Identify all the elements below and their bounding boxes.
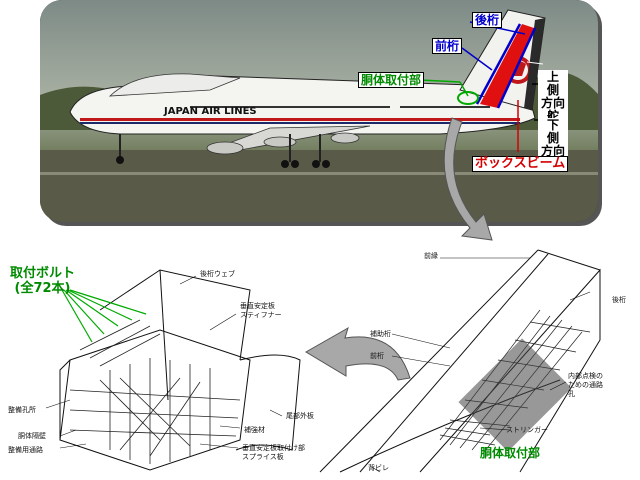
detail-to-left-arrow bbox=[305, 326, 411, 381]
cheatline-blue bbox=[80, 122, 520, 124]
tail-skin-label: 尾部外板 bbox=[286, 412, 314, 420]
rear-spar-label: 後桁 bbox=[472, 12, 503, 28]
front-spar-label: 前桁 bbox=[432, 38, 463, 54]
fuselage-attach-label: 胴体取付部 bbox=[358, 72, 425, 88]
left-leader-lines bbox=[45, 275, 283, 449]
stabilizer-stiffener-label: 垂直安定板 スティフナー bbox=[240, 302, 282, 320]
box-beam-highlight bbox=[480, 24, 534, 108]
fuselage-attach-marker bbox=[457, 91, 479, 105]
bolt-pointer-lines bbox=[61, 289, 147, 343]
engines bbox=[206, 132, 360, 155]
upper-deck bbox=[108, 73, 241, 97]
inspection-line2: ための通路 bbox=[568, 381, 603, 389]
windows bbox=[190, 106, 490, 108]
stiffener-line2: スティフナー bbox=[240, 311, 282, 319]
pointer-lines bbox=[419, 21, 540, 152]
rear-spar-web bbox=[99, 269, 251, 361]
maintenance-hole-label: 整備孔所 bbox=[8, 406, 36, 414]
rudder bbox=[524, 18, 545, 110]
right-rear-spar-label: 後桁 bbox=[612, 296, 626, 304]
reinforcement-label: 補強材 bbox=[244, 426, 265, 434]
attachment-structure-diagram bbox=[45, 269, 301, 471]
maintenance-passage-label: 整備用通路 bbox=[8, 446, 43, 454]
structure-shading bbox=[458, 338, 572, 452]
cheatline-red bbox=[80, 118, 520, 121]
stiffener-line1: 垂直安定板 bbox=[240, 302, 275, 310]
upper-rudder-label: 上 側 方向舵 bbox=[538, 70, 571, 124]
rudder-split bbox=[526, 61, 544, 65]
mounting-bolts-line1: 取付ボルト bbox=[10, 266, 76, 281]
leading-edge-label: 前縁 bbox=[424, 252, 438, 260]
tail-section-diagram bbox=[319, 249, 601, 473]
mounting-bolts-line2: (全72本) bbox=[14, 281, 71, 296]
fuselage-text: JAPAN AIR LINES bbox=[163, 106, 257, 117]
photo-to-detail-arrow bbox=[443, 117, 493, 241]
leading-edge-inner bbox=[359, 253, 549, 473]
aircraft-photo-drawing: JAPAN AIR LINES bbox=[40, 0, 598, 222]
bulkhead-left bbox=[59, 359, 71, 440]
inspection-line3: 孔 bbox=[568, 390, 575, 398]
dorsal-fin-label: 背ビレ bbox=[368, 464, 389, 472]
rear-spar-web-label: 後桁ウェブ bbox=[200, 270, 235, 278]
front-spar-line bbox=[475, 23, 522, 105]
tail-skin-panel bbox=[235, 354, 301, 451]
box-beam-label: ボックスビーム bbox=[472, 156, 569, 172]
right-fuselage-attach-label: 胴体取付部 bbox=[480, 446, 541, 460]
runway-stripe bbox=[40, 172, 598, 175]
splice-plate-label: 垂直安定板取付け部 スプライス板 bbox=[242, 444, 305, 462]
splice-line2: スプライス板 bbox=[242, 453, 284, 461]
inspection-line1: 内部点検の bbox=[568, 372, 603, 380]
landing-gear bbox=[119, 134, 321, 162]
stringer-label: ストリンガー bbox=[506, 426, 548, 434]
bulkhead-label: 胴体隔壁 bbox=[18, 432, 46, 440]
top-cap bbox=[537, 249, 601, 271]
right-leader-lines bbox=[369, 257, 591, 473]
splice-line1: 垂直安定板取付け部 bbox=[242, 444, 305, 452]
web-vertical bbox=[159, 269, 169, 401]
inspection-passage-label: 内部点検の ための通路 孔 bbox=[568, 372, 603, 399]
mounting-bolts-label: 取付ボルト (全72本) bbox=[10, 266, 75, 296]
wheels bbox=[116, 156, 330, 168]
aux-spar-label: 補助桁 bbox=[370, 330, 391, 338]
leading-edge-outline bbox=[319, 249, 539, 473]
aircraft-photo: JAPAN AIR LINES bbox=[40, 0, 598, 222]
left-structure-members bbox=[69, 319, 241, 464]
right-front-spar-label: 前桁 bbox=[370, 352, 384, 360]
rear-spar-line bbox=[496, 27, 537, 109]
